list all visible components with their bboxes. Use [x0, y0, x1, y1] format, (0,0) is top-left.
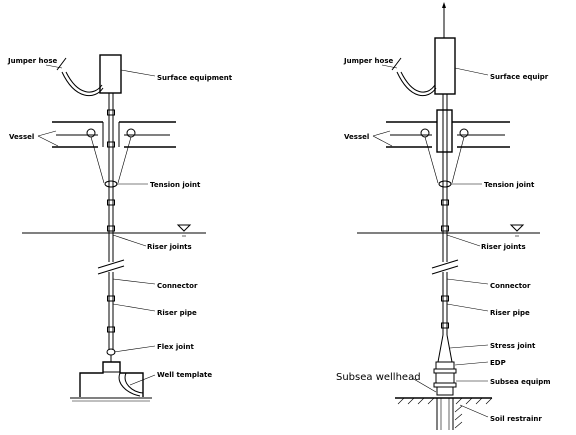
left-label-connector: Connector: [157, 282, 198, 290]
right-subsea-stack: [433, 361, 457, 396]
right-label-jumper-hose: Jumper hose: [343, 57, 393, 65]
right-label-riser-pipe: Riser pipe: [490, 309, 530, 317]
left-vessel-deck: [52, 121, 176, 184]
left-riser-lower: [106, 272, 116, 362]
left-surface-equipment-box: [99, 54, 122, 94]
left-label-jumper-hose: Jumper hose: [7, 57, 57, 65]
right-break-symbol: [431, 259, 459, 275]
right-vessel-deck: [386, 109, 510, 184]
right-label-stress-joint: Stress joint: [490, 342, 536, 350]
left-label-surface-equipment: Surface equipment: [157, 74, 233, 82]
right-label-vessel: Vessel: [344, 133, 369, 141]
left-break-symbol: [97, 259, 125, 275]
right-label-subsea-equipment: Subsea equipm: [490, 378, 551, 386]
right-stress-joint: [437, 334, 453, 363]
left-riser-diagram: Jumper hose Surface equipment Vessel Ten…: [7, 54, 233, 402]
left-riser-upper: [107, 93, 115, 262]
right-water-line: [357, 224, 540, 237]
right-leader-lines: [372, 64, 489, 418]
right-label-subsea-wellhead: Subsea wellhead: [336, 372, 421, 383]
left-well-template: [70, 361, 152, 402]
right-riser-diagram: Jumper hose Surface equipr Vessel Tensio…: [336, 2, 551, 430]
right-jumper-hose: [391, 57, 437, 97]
left-label-well-template: Well template: [157, 371, 212, 379]
right-surface-equipment-box: [434, 37, 456, 95]
right-label-connector: Connector: [490, 282, 531, 290]
right-label-tension-joint: Tension joint: [484, 181, 535, 189]
right-top-arrow: [442, 2, 446, 38]
right-riser-lower: [441, 272, 449, 335]
left-label-riser-joints: Riser joints: [147, 243, 192, 251]
left-tension-joint: [104, 180, 118, 188]
left-leader-lines: [37, 64, 156, 386]
left-label-vessel: Vessel: [9, 133, 34, 141]
left-water-line: [22, 224, 206, 237]
right-label-soil-restraint: Soil restrainr: [490, 415, 542, 423]
right-tension-joint: [438, 180, 452, 188]
left-label-tension-joint: Tension joint: [150, 181, 201, 189]
right-label-riser-joints: Riser joints: [481, 243, 526, 251]
right-seabed: [395, 397, 493, 430]
left-label-flex-joint: Flex joint: [157, 343, 194, 351]
right-label-edp: EDP: [490, 359, 506, 367]
right-label-surface-equipment: Surface equipr: [490, 73, 549, 81]
right-riser-upper: [441, 94, 449, 262]
left-label-riser-pipe: Riser pipe: [157, 309, 197, 317]
left-jumper-hose: [56, 57, 104, 96]
